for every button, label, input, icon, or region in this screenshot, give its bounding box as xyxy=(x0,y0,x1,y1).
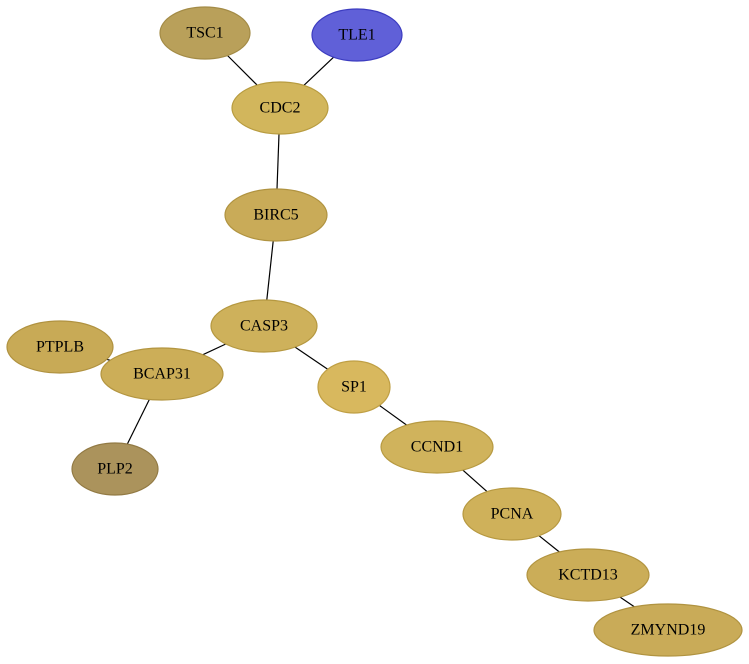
node-ptplb[interactable]: PTPLB xyxy=(6,320,114,374)
node-label: CASP3 xyxy=(240,318,288,335)
edge-bcap31-plp2 xyxy=(126,399,150,445)
node-ellipse xyxy=(71,442,159,496)
node-ccnd1[interactable]: CCND1 xyxy=(380,420,494,474)
node-tle1[interactable]: TLE1 xyxy=(311,8,403,62)
node-ellipse xyxy=(224,188,328,242)
edge-casp3-sp1 xyxy=(294,346,329,370)
node-ellipse xyxy=(593,603,743,657)
node-ellipse xyxy=(526,548,650,602)
node-kctd13[interactable]: KCTD13 xyxy=(526,548,650,602)
node-label: BCAP31 xyxy=(133,366,191,383)
node-pcna[interactable]: PCNA xyxy=(462,487,562,541)
node-label: CCND1 xyxy=(411,439,463,456)
node-tsc1[interactable]: TSC1 xyxy=(159,6,251,60)
node-label: SP1 xyxy=(341,379,367,396)
edge-tle1-cdc2 xyxy=(303,56,335,86)
node-birc5[interactable]: BIRC5 xyxy=(224,188,328,242)
node-label: PLP2 xyxy=(97,461,133,478)
node-label: PCNA xyxy=(491,506,534,523)
node-label: TLE1 xyxy=(338,27,375,44)
node-ellipse xyxy=(462,487,562,541)
node-plp2[interactable]: PLP2 xyxy=(71,442,159,496)
node-label: BIRC5 xyxy=(253,207,298,224)
node-zmynd19[interactable]: ZMYND19 xyxy=(593,603,743,657)
edge-birc5-casp3 xyxy=(266,240,274,301)
edge-ccnd1-pcna xyxy=(462,469,488,493)
node-ellipse xyxy=(231,81,329,135)
node-ellipse xyxy=(380,420,494,474)
edge-sp1-ccnd1 xyxy=(379,404,408,426)
edge-kctd13-zmynd19 xyxy=(619,596,635,608)
node-label: CDC2 xyxy=(260,100,301,117)
edge-tsc1-cdc2 xyxy=(227,55,258,86)
node-cdc2[interactable]: CDC2 xyxy=(231,81,329,135)
edge-pcna-kctd13 xyxy=(538,535,560,553)
edge-casp3-bcap31 xyxy=(202,343,227,356)
node-label: ZMYND19 xyxy=(631,622,706,639)
node-bcap31[interactable]: BCAP31 xyxy=(100,347,224,401)
node-label: TSC1 xyxy=(186,25,223,42)
node-casp3[interactable]: CASP3 xyxy=(210,299,318,353)
node-ellipse xyxy=(100,347,224,401)
node-ellipse xyxy=(317,360,391,414)
node-label: KCTD13 xyxy=(558,567,618,584)
node-ellipse xyxy=(311,8,403,62)
node-ellipse xyxy=(6,320,114,374)
node-ellipse xyxy=(210,299,318,353)
edge-cdc2-birc5 xyxy=(276,133,280,190)
node-ellipse xyxy=(159,6,251,60)
node-label: PTPLB xyxy=(36,339,84,356)
node-sp1[interactable]: SP1 xyxy=(317,360,391,414)
